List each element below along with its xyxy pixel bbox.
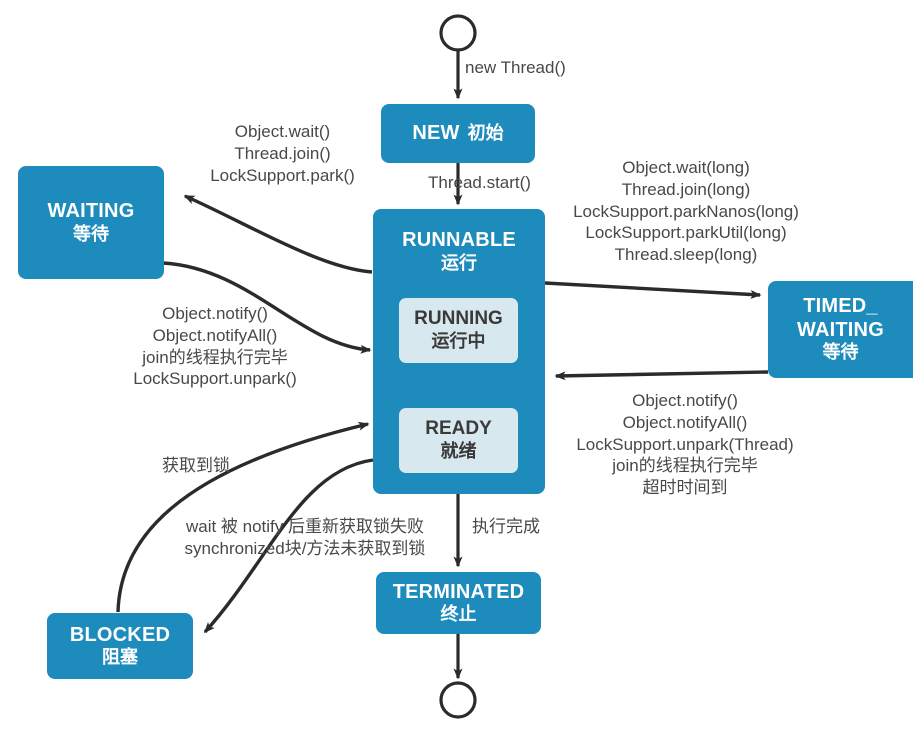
- label-from-timed-waiting: Object.notify() Object.notifyAll() LockS…: [576, 391, 794, 497]
- label-execute-done: 执行完成: [472, 517, 540, 536]
- state-terminated-label-cn: 终止: [440, 604, 477, 625]
- state-ready[interactable]: READY 就绪: [399, 408, 518, 473]
- state-terminated[interactable]: TERMINATED 终止: [376, 572, 541, 634]
- state-terminated-label-en: TERMINATED: [392, 580, 525, 603]
- label-new-thread: new Thread(): [465, 58, 566, 77]
- state-waiting-label-cn: 等待: [73, 223, 109, 244]
- state-running-label-en: RUNNING: [414, 308, 503, 330]
- state-waiting[interactable]: WAITING 等待: [18, 166, 164, 279]
- label-got-lock: 获取到锁: [162, 456, 230, 475]
- state-running[interactable]: RUNNING 运行中: [399, 298, 518, 363]
- edge-runnable-to-timed-waiting: [544, 281, 762, 299]
- state-timed-waiting-label-en: TIMED_ WAITING: [797, 295, 884, 341]
- state-blocked[interactable]: BLOCKED 阻塞: [47, 613, 193, 679]
- state-new[interactable]: NEW 初始: [381, 104, 535, 163]
- state-timed-waiting-label-cn: 等待: [822, 342, 859, 363]
- state-runnable-label-cn: 运行: [441, 252, 477, 273]
- state-ready-label-en: READY: [425, 418, 492, 440]
- start-node-circle: [439, 14, 477, 52]
- state-new-label-en: NEW: [412, 121, 460, 144]
- state-blocked-label-cn: 阻塞: [102, 647, 138, 668]
- label-to-blocked: wait 被 notify 后重新获取锁失败 synchronized块/方法未…: [184, 517, 426, 558]
- state-waiting-label-en: WAITING: [47, 200, 135, 223]
- state-timed-waiting[interactable]: TIMED_ WAITING 等待: [768, 281, 913, 378]
- state-ready-label-cn: 就绪: [440, 441, 477, 462]
- edge-timed-waiting-to-runnable: [554, 370, 769, 381]
- end-node-circle: [439, 681, 477, 719]
- label-to-waiting: Object.wait() Thread.join() LockSupport.…: [210, 122, 355, 185]
- state-runnable-label-en: RUNNABLE: [402, 229, 516, 251]
- label-from-waiting: Object.notify() Object.notifyAll() join的…: [133, 304, 297, 389]
- label-to-timed-waiting: Object.wait(long) Thread.join(long) Lock…: [573, 158, 799, 264]
- state-running-label-cn: 运行中: [431, 331, 486, 352]
- label-thread-start: Thread.start(): [428, 173, 531, 192]
- state-new-label-cn: 初始: [467, 122, 504, 143]
- state-blocked-label-en: BLOCKED: [69, 623, 171, 646]
- edge-runnable-to-waiting: [183, 194, 373, 274]
